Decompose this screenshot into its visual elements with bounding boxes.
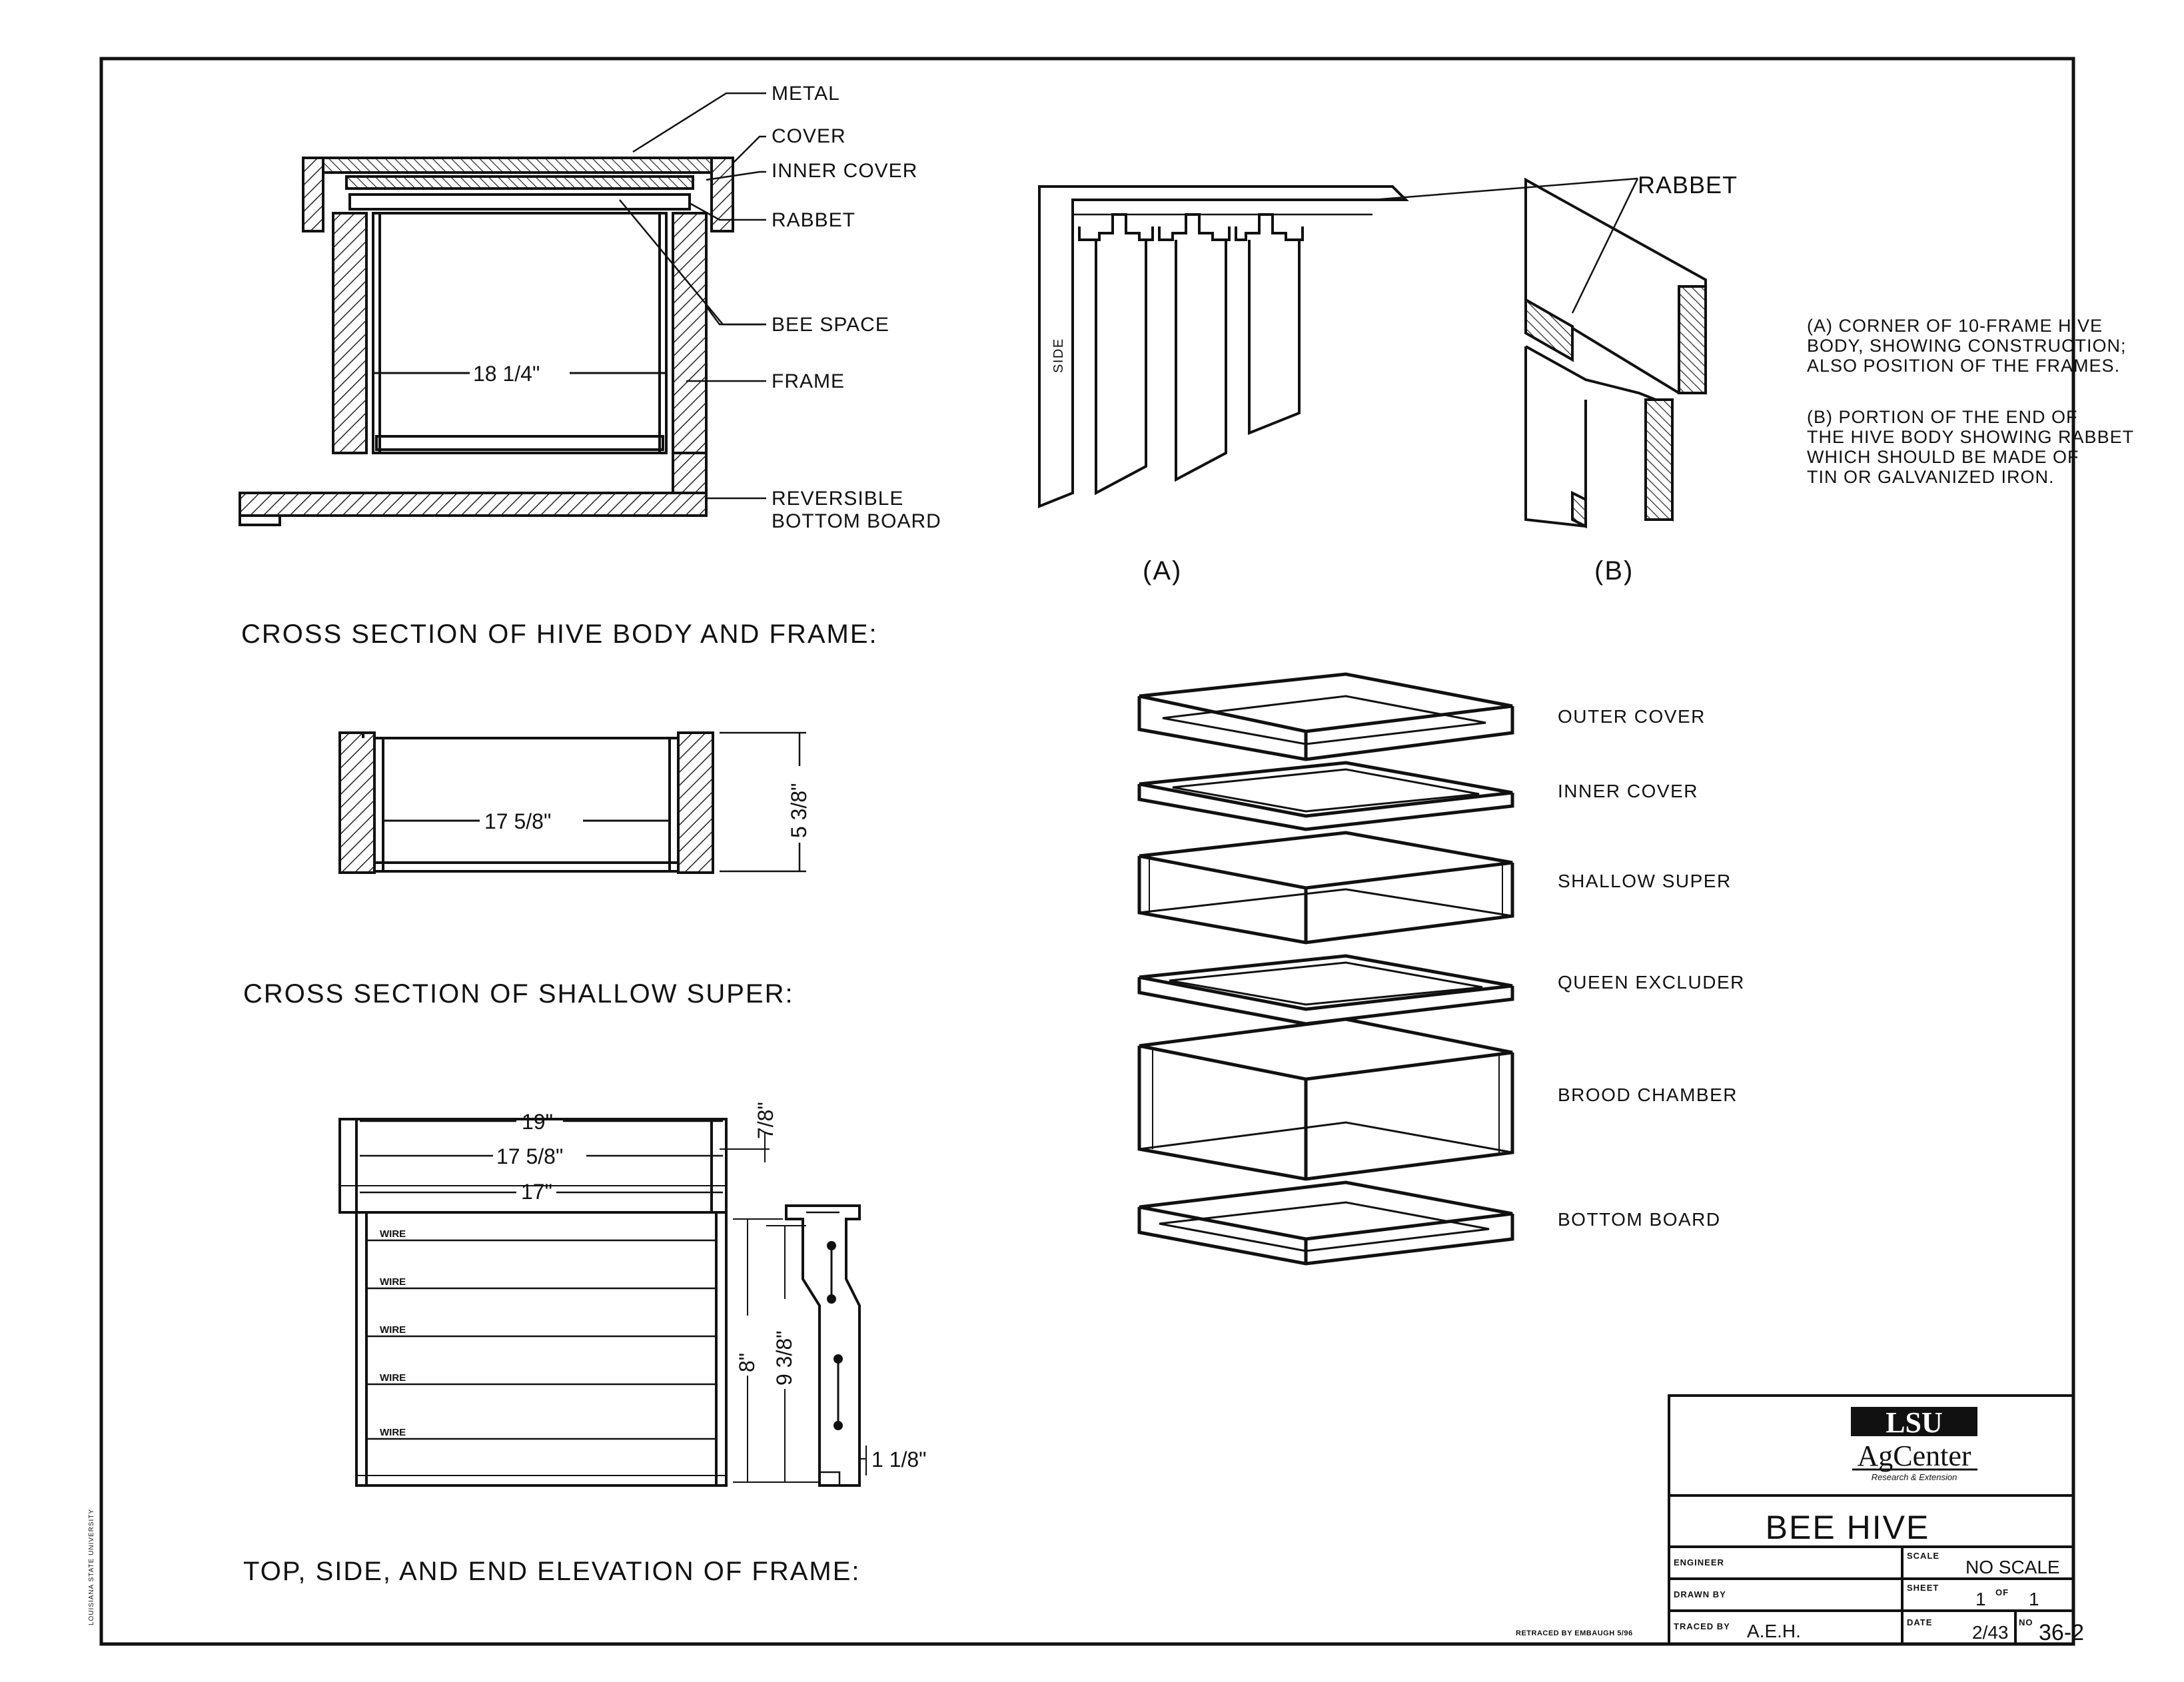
label-cover: COVER bbox=[772, 125, 846, 147]
label-metal: METAL bbox=[772, 83, 840, 105]
corner-detail-a bbox=[1038, 177, 1638, 508]
frame-dim-7-8: 7/8" bbox=[754, 1102, 778, 1139]
wire-label-5: WIRE bbox=[380, 1427, 406, 1438]
label-bee-space: BEE SPACE bbox=[772, 314, 889, 336]
stack-shallow-super bbox=[1137, 831, 1514, 945]
label-bottom-board: BOTTOM BOARD bbox=[772, 510, 941, 532]
logo-research-extension: Research & Extension bbox=[1872, 1472, 1957, 1482]
label-inner-cover: INNER COVER bbox=[772, 160, 917, 182]
frame-dim-9-3-8: 9 3/8" bbox=[772, 1330, 796, 1386]
sheet-border bbox=[99, 57, 2075, 1646]
part-label-shallow-super: SHALLOW SUPER bbox=[1558, 871, 1732, 891]
stack-bottom-board bbox=[1137, 1180, 1514, 1266]
frame-dim-1-1-8: 1 1/8" bbox=[871, 1448, 927, 1472]
stack-inner-cover bbox=[1137, 761, 1514, 831]
note-b-line-2: THE HIVE BODY SHOWING RABBET bbox=[1807, 427, 2134, 447]
corner-detail-b bbox=[1524, 177, 1707, 529]
sheet-value: 1 bbox=[1975, 1589, 1986, 1609]
hive-leaders bbox=[619, 92, 766, 500]
logo-agcenter: AgCenter bbox=[1857, 1440, 1971, 1472]
wire-label-2: WIRE bbox=[380, 1276, 406, 1288]
drawn-by-label: DRAWN BY bbox=[1674, 1589, 1726, 1599]
super-section-title: CROSS SECTION OF SHALLOW SUPER: bbox=[243, 979, 794, 1009]
sheet-label: SHEET bbox=[1907, 1583, 1939, 1593]
label-frame: FRAME bbox=[772, 370, 845, 392]
frame-elevation-title: TOP, SIDE, AND END ELEVATION OF FRAME: bbox=[243, 1557, 861, 1586]
drawing-title: BEE HIVE bbox=[1766, 1509, 1930, 1546]
stack-outer-cover bbox=[1137, 672, 1514, 761]
wire-label-3: WIRE bbox=[380, 1324, 406, 1336]
title-block bbox=[1668, 1394, 2075, 1645]
note-a-line-1: (A) CORNER OF 10-FRAME HIVE bbox=[1807, 316, 2103, 336]
label-b: (B) bbox=[1594, 556, 1634, 586]
note-a-line-2: BODY, SHOWING CONSTRUCTION; bbox=[1807, 336, 2127, 356]
no-value: 36-2 bbox=[2039, 1620, 2084, 1645]
frame-dim-17-5-8: 17 5/8" bbox=[496, 1144, 563, 1168]
shallow-super-cross-section bbox=[338, 731, 806, 874]
note-b-line-4: TIN OR GALVANIZED IRON. bbox=[1807, 467, 2055, 487]
side-label: SIDE bbox=[1051, 338, 1066, 373]
stack-queen-excluder bbox=[1137, 954, 1514, 1026]
note-b-line-3: WHICH SHOULD BE MADE OF bbox=[1807, 447, 2079, 467]
lsu-agcenter-logo: LSU AgCenter Research & Extension bbox=[1851, 1406, 1977, 1482]
hive-width-dim: 18 1/4" bbox=[473, 362, 540, 386]
note-a-line-3: ALSO POSITION OF THE FRAMES. bbox=[1807, 356, 2120, 376]
hive-body-cross-section bbox=[239, 157, 734, 526]
label-rabbet: RABBET bbox=[772, 209, 855, 231]
part-label-outer-cover: OUTER COVER bbox=[1558, 706, 1706, 727]
sheet-of: OF bbox=[1995, 1587, 2009, 1597]
stack-brood-chamber bbox=[1137, 1017, 1514, 1181]
exploded-stack bbox=[1137, 672, 1514, 1266]
label-reversible: REVERSIBLE bbox=[772, 488, 903, 510]
date-value: 2/43 bbox=[1972, 1622, 2009, 1643]
margin-note: LOUISIANA STATE UNIVERSITY bbox=[88, 1509, 95, 1625]
frame-dim-19: 19" bbox=[522, 1110, 553, 1134]
part-label-bottom-board: BOTTOM BOARD bbox=[1558, 1209, 1721, 1230]
sheet-total: 1 bbox=[2029, 1589, 2039, 1609]
date-label: DATE bbox=[1907, 1617, 1932, 1627]
part-label-brood-chamber: BROOD CHAMBER bbox=[1558, 1084, 1738, 1105]
part-label-inner-cover: INNER COVER bbox=[1558, 781, 1698, 801]
frame-dim-17: 17" bbox=[521, 1180, 552, 1204]
engineer-label: ENGINEER bbox=[1674, 1557, 1724, 1567]
traced-by-label: TRACED BY bbox=[1674, 1621, 1730, 1631]
scale-label: SCALE bbox=[1907, 1551, 1939, 1561]
super-height-dim: 5 3/8" bbox=[787, 783, 811, 838]
part-label-queen-excluder: QUEEN EXCLUDER bbox=[1558, 972, 1745, 993]
super-width-dim: 17 5/8" bbox=[484, 809, 551, 833]
wire-label-4: WIRE bbox=[380, 1372, 406, 1384]
wire-label-1: WIRE bbox=[380, 1228, 406, 1240]
scale-value: NO SCALE bbox=[1965, 1557, 2060, 1577]
label-a: (A) bbox=[1143, 556, 1182, 586]
frame-side-elevation bbox=[355, 1211, 783, 1487]
rabbet-b-label: RABBET bbox=[1638, 171, 1738, 199]
frame-dim-8: 8" bbox=[735, 1353, 759, 1372]
hive-section-title: CROSS SECTION OF HIVE BODY AND FRAME: bbox=[241, 620, 878, 649]
retraced-note: RETRACED BY EMBAUGH 5/96 bbox=[1516, 1629, 1633, 1637]
note-b-line-1: (B) PORTION OF THE END OF bbox=[1807, 407, 2078, 427]
traced-by-value: A.E.H. bbox=[1747, 1621, 1801, 1641]
no-label: NO bbox=[2019, 1617, 2033, 1627]
frame-end-elevation bbox=[766, 1204, 867, 1487]
logo-lsu: LSU bbox=[1886, 1406, 1943, 1439]
